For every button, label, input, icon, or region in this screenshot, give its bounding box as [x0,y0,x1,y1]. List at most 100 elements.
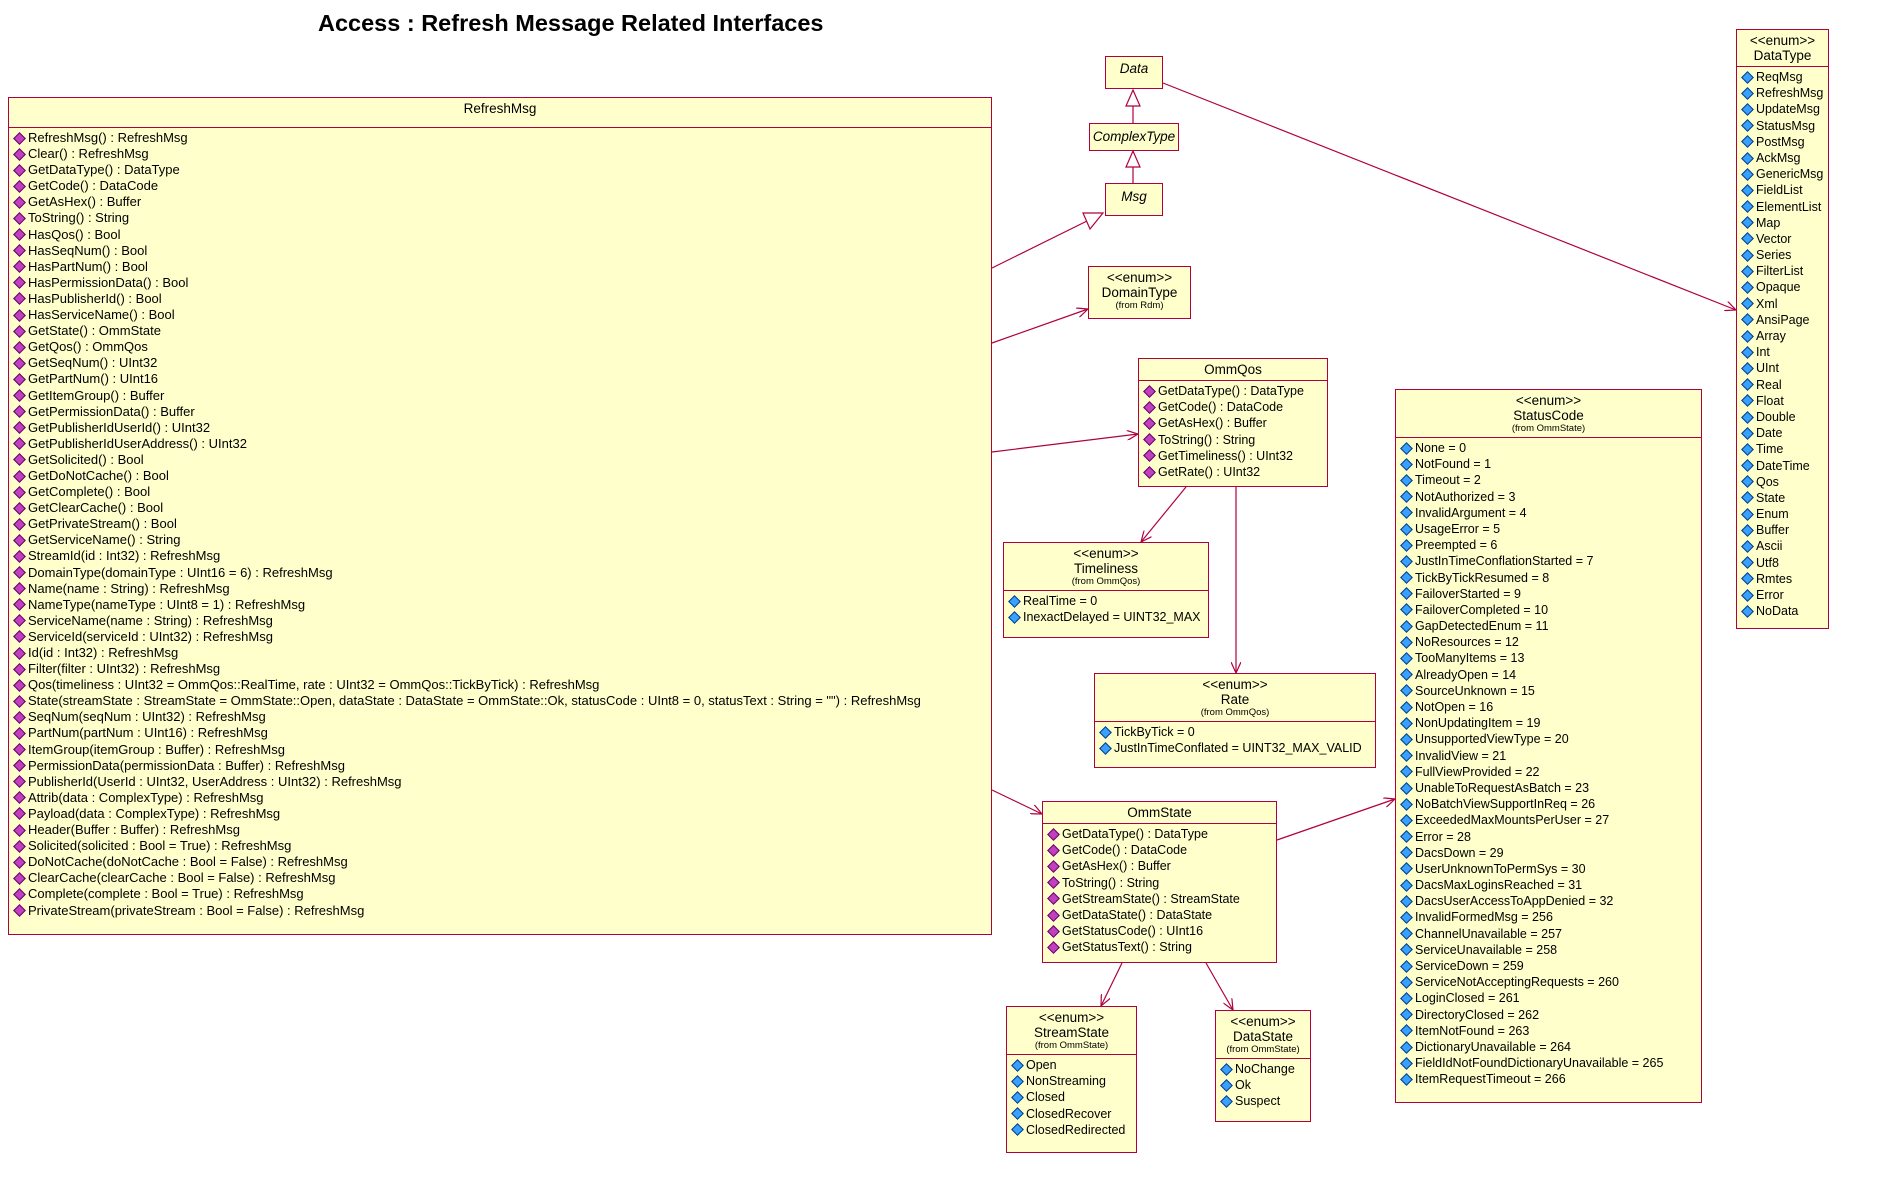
attribute-icon [1099,725,1112,739]
operation-icon [13,308,26,322]
operation-row: GetPrivateStream() : Bool [13,516,991,532]
operation-icon [1047,827,1060,841]
operation-row: Clear() : RefreshMsg [13,146,991,162]
literal-row: NoBatchViewSupportInReq = 26 [1400,796,1701,812]
msg-class[interactable]: Msg [1105,183,1163,216]
datastate-enum[interactable]: <<enum>> DataState (from OmmState) NoCha… [1215,1010,1311,1122]
literal-row: UnsupportedViewType = 20 [1400,731,1701,747]
operation-icon [13,566,26,579]
literal-text: ServiceNotAcceptingRequests = 260 [1415,975,1619,990]
attribute-icon [1011,1074,1024,1088]
operation-icon [13,244,26,258]
stereotype-label: <<enum>> [1106,270,1173,285]
operation-icon [13,163,26,177]
literal-row: FailoverCompleted = 10 [1400,602,1701,618]
operation-row: PrivateStream(privateStream : Bool = Fal… [13,903,991,919]
literal-text: AckMsg [1756,150,1801,165]
msg-generalization-triangle [1082,212,1105,231]
literal-text: NonUpdatingItem = 19 [1415,716,1541,731]
literal-text: ServiceDown = 259 [1415,959,1524,973]
statuscode-enum[interactable]: <<enum>> StatusCode (from OmmState) None… [1395,389,1702,1103]
literal-text: TooManyItems = 13 [1415,651,1525,666]
operation-signature: GetTimeliness() : UInt32 [1158,448,1293,463]
literal-text: ChannelUnavailable = 257 [1415,926,1562,941]
attribute-icon [1741,281,1754,294]
literal-row: ItemRequestTimeout = 266 [1400,1071,1701,1087]
ommqos-header: OmmQos [1139,359,1327,381]
streamstate-enum[interactable]: <<enum>> StreamState (from OmmState) Ope… [1006,1006,1137,1153]
attribute-icon [1400,441,1413,455]
operation-row: GetStatusText() : String [1047,939,1276,955]
operation-signature: NameType(nameType : UInt8 = 1) : Refresh… [28,596,306,612]
ommstate-to-datastate-link [1205,962,1233,1010]
attribute-icon [1741,248,1754,262]
literal-text: Error [1756,588,1784,602]
attribute-icon [1400,797,1413,811]
literal-text: FieldIdNotFoundDictionaryUnavailable = 2… [1415,1056,1664,1071]
attribute-icon [1400,555,1413,568]
operation-signature: GetDoNotCache() : Bool [28,467,169,483]
attribute-icon [1400,749,1413,763]
literal-text: NoData [1756,604,1799,619]
attribute-icon [1400,1024,1413,1038]
operation-signature: Name(name : String) : RefreshMsg [28,580,230,596]
complextype-class[interactable]: ComplexType [1089,123,1179,151]
attribute-icon [1400,733,1413,746]
literal-row: Enum [1741,506,1828,522]
operation-row: GetStatusCode() : UInt16 [1047,923,1276,939]
attribute-icon [1741,329,1754,343]
literal-text: LoginClosed = 261 [1415,991,1520,1006]
domaintype-enum[interactable]: <<enum>> DomainType (from Rdm) [1088,266,1191,319]
literal-row: InexactDelayed = UINT32_MAX [1008,609,1208,625]
attribute-icon [1400,538,1413,552]
literal-row: Open [1011,1057,1136,1073]
literal-text: UInt [1756,361,1779,376]
literal-row: ClosedRecover [1011,1106,1136,1122]
operation-signature: HasServiceName() : Bool [28,307,175,323]
literal-row: Error [1741,587,1828,603]
literal-text: Array [1756,329,1786,343]
literal-text: RealTime = 0 [1023,594,1098,608]
literal-row: UsageError = 5 [1400,521,1701,537]
operation-icon [13,179,26,193]
operation-signature: GetDataType() : DataType [1062,827,1208,841]
attribute-icon [1220,1078,1233,1092]
operation-row: GetComplete() : Bool [13,484,991,500]
rate-enum[interactable]: <<enum>> Rate (from OmmQos) TickByTick =… [1094,673,1376,768]
attribute-icon [1400,927,1413,941]
operation-signature: GetServiceName() : String [28,532,181,548]
literal-text: UpdateMsg [1756,102,1820,117]
literal-text: Map [1756,215,1781,230]
literal-row: FilterList [1741,263,1828,279]
operation-signature: GetAsHex() : Buffer [1158,416,1267,431]
literal-text: UsageError = 5 [1415,521,1501,536]
literal-text: Ok [1235,1078,1251,1093]
refreshmsg-to-domaintype-link [991,309,1088,344]
literal-row: InvalidFormedMsg = 256 [1400,909,1701,925]
operation-row: GetDataState() : DataState [1047,907,1276,923]
operation-signature: GetDataState() : DataState [1062,907,1213,922]
attribute-icon [1400,635,1413,649]
literal-row: StatusMsg [1741,118,1828,134]
class-name: OmmState [1127,805,1192,820]
timeliness-enum[interactable]: <<enum>> Timeliness (from OmmQos) RealTi… [1003,542,1209,638]
operation-row: GetDataType() : DataType [13,162,991,178]
literal-row: FullViewProvided = 22 [1400,764,1701,780]
literal-row: ReqMsg [1741,69,1828,85]
literal-text: Xml [1756,296,1778,311]
operation-signature: Filter(filter : UInt32) : RefreshMsg [28,661,221,677]
literal-text: FieldList [1756,183,1803,198]
operation-signature: GetItemGroup() : Buffer [28,387,165,403]
operation-icon [13,517,26,531]
data-class[interactable]: Data [1105,56,1163,89]
operation-row: GetDoNotCache() : Bool [13,467,991,484]
operation-row: GetAsHex() : Buffer [1047,858,1276,874]
literal-text: InvalidView = 21 [1415,748,1507,763]
package-label: (from OmmState) [1511,423,1586,434]
